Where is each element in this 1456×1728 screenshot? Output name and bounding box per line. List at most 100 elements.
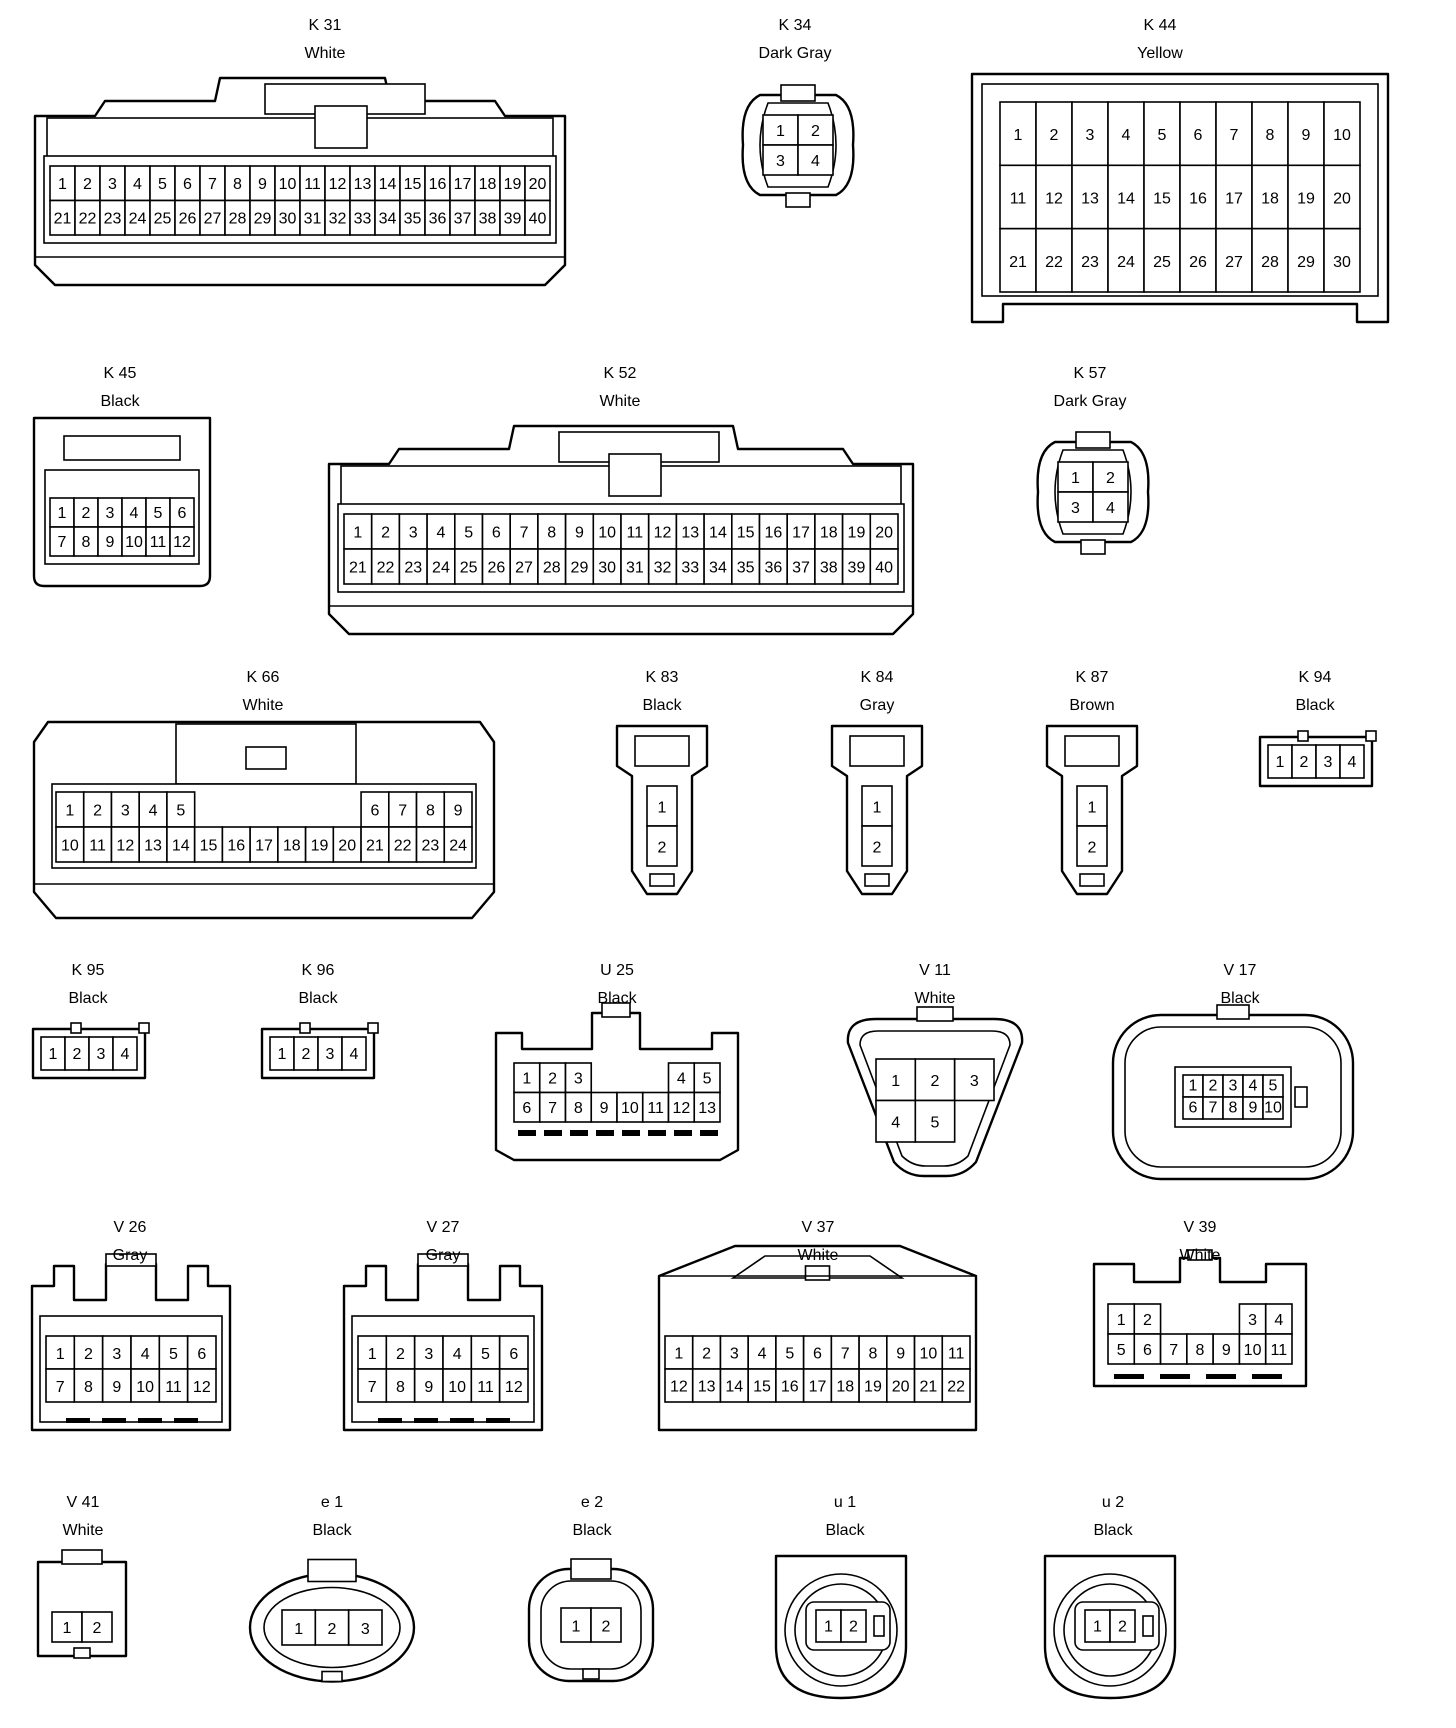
- locking-tab: [780, 84, 816, 102]
- key-slot: [873, 1615, 885, 1637]
- pin-number: 30: [1333, 254, 1351, 271]
- pin-number: 9: [258, 176, 267, 193]
- pin-number: 4: [1274, 1312, 1283, 1329]
- connector-code-label: U 25: [600, 962, 634, 979]
- pin-cavity: [82, 791, 113, 828]
- connector-code-label: V 17: [1224, 962, 1257, 979]
- pin-cavity: [274, 165, 301, 202]
- pin-number: 10: [621, 1100, 639, 1117]
- pin-number: 14: [172, 838, 190, 855]
- pin-cavity: [647, 548, 678, 585]
- pin-cavity: [110, 826, 141, 863]
- connector-color-label: White: [798, 1247, 839, 1264]
- pin-number: 5: [931, 1115, 940, 1132]
- pin-number: 9: [424, 1379, 433, 1396]
- pin-number: 24: [449, 838, 467, 855]
- pin-number: 16: [429, 176, 447, 193]
- connector-color-label: White: [1180, 1247, 1221, 1264]
- pin-number: 8: [426, 803, 435, 820]
- pin-cavity: [370, 548, 401, 585]
- pin-cavity: [675, 513, 705, 550]
- connector-color-label: Brown: [1069, 697, 1114, 714]
- pin-number: 2: [1106, 470, 1115, 487]
- pin-cavity: [1107, 101, 1145, 167]
- connector-color-label: White: [243, 697, 284, 714]
- pin-number: 13: [681, 525, 699, 542]
- pin-number: 4: [436, 525, 445, 542]
- pin-cavity: [861, 825, 893, 867]
- pin-number: 17: [809, 1379, 827, 1396]
- keying-rib: [570, 1130, 588, 1136]
- pin-cavity: [317, 1036, 343, 1071]
- pin-number: 2: [302, 1046, 311, 1063]
- pin-cavity: [641, 1091, 670, 1123]
- connector-code-label: V 41: [67, 1494, 100, 1511]
- key-slot: [1142, 1615, 1154, 1637]
- pin-number: 37: [454, 210, 472, 227]
- pin-cavity: [941, 1368, 971, 1403]
- pin-cavity: [1251, 101, 1289, 167]
- pin-number: 23: [1081, 254, 1099, 271]
- pin-cavity: [413, 1335, 444, 1370]
- pin-number: 1: [49, 1046, 58, 1063]
- pin-number: 7: [548, 1100, 557, 1117]
- pin-number: 10: [448, 1379, 466, 1396]
- pin-cavity: [145, 526, 171, 557]
- locking-foot: [1079, 873, 1105, 887]
- pin-number: 10: [125, 534, 143, 551]
- pin-cavity: [1215, 101, 1253, 167]
- connector-bodies: [30, 72, 1390, 1700]
- pin-number: 3: [776, 153, 785, 170]
- latch-tab: [1365, 730, 1377, 742]
- pin-number: 1: [1014, 127, 1023, 144]
- pin-cavity: [174, 165, 201, 202]
- connector-color-label: Yellow: [1137, 45, 1183, 62]
- housing-U25: [494, 1002, 740, 1162]
- pin-number: 2: [1050, 127, 1059, 144]
- pin-number: 6: [492, 525, 501, 542]
- pin-number: 12: [116, 838, 134, 855]
- pin-number: 3: [424, 1346, 433, 1363]
- pin-cavity: [426, 548, 456, 585]
- pin-number: 6: [178, 505, 187, 522]
- pin-number: 3: [970, 1073, 979, 1090]
- keying-rib: [596, 1130, 614, 1136]
- pin-number: 1: [522, 1070, 531, 1087]
- locking-foot: [321, 1670, 343, 1683]
- pin-number: 2: [1209, 1077, 1218, 1094]
- pin-number: 3: [1248, 1312, 1257, 1329]
- pin-number: 12: [329, 176, 347, 193]
- pin-number: 22: [1045, 254, 1063, 271]
- pin-cavity: [830, 1368, 860, 1403]
- pin-number: 2: [849, 1619, 858, 1636]
- connector-color-label: Black: [298, 990, 338, 1007]
- pin-number: 32: [329, 210, 347, 227]
- pin-cavity: [509, 513, 539, 550]
- pin-number: 36: [764, 560, 782, 577]
- pin-number: 35: [737, 560, 755, 577]
- pin-cavity: [564, 548, 595, 585]
- pin-number: 28: [1261, 254, 1279, 271]
- pin-number: 16: [1189, 190, 1207, 207]
- pin-cavity: [914, 1099, 956, 1143]
- pin-cavity: [498, 1335, 529, 1370]
- pin-number: 18: [836, 1379, 854, 1396]
- pin-number: 38: [479, 210, 497, 227]
- pin-cavity: [221, 826, 251, 863]
- pin-cavity: [398, 548, 428, 585]
- pin-number: 7: [1169, 1342, 1178, 1359]
- connector-code-label: K 45: [104, 365, 137, 382]
- connector-code-label: K 95: [72, 962, 105, 979]
- pin-number: 4: [758, 1346, 767, 1363]
- pin-cavity: [524, 165, 551, 202]
- pin-number: 2: [1300, 754, 1309, 771]
- pin-number: 3: [112, 1346, 121, 1363]
- pin-cavity: [82, 826, 113, 863]
- pin-number: 13: [1081, 190, 1099, 207]
- connector-code-label: K 34: [779, 17, 812, 34]
- connector-code-label: K 87: [1076, 669, 1109, 686]
- pin-number: 27: [1225, 254, 1243, 271]
- pin-number: 23: [422, 838, 440, 855]
- pin-cavity: [49, 526, 75, 557]
- pin-number: 8: [547, 525, 556, 542]
